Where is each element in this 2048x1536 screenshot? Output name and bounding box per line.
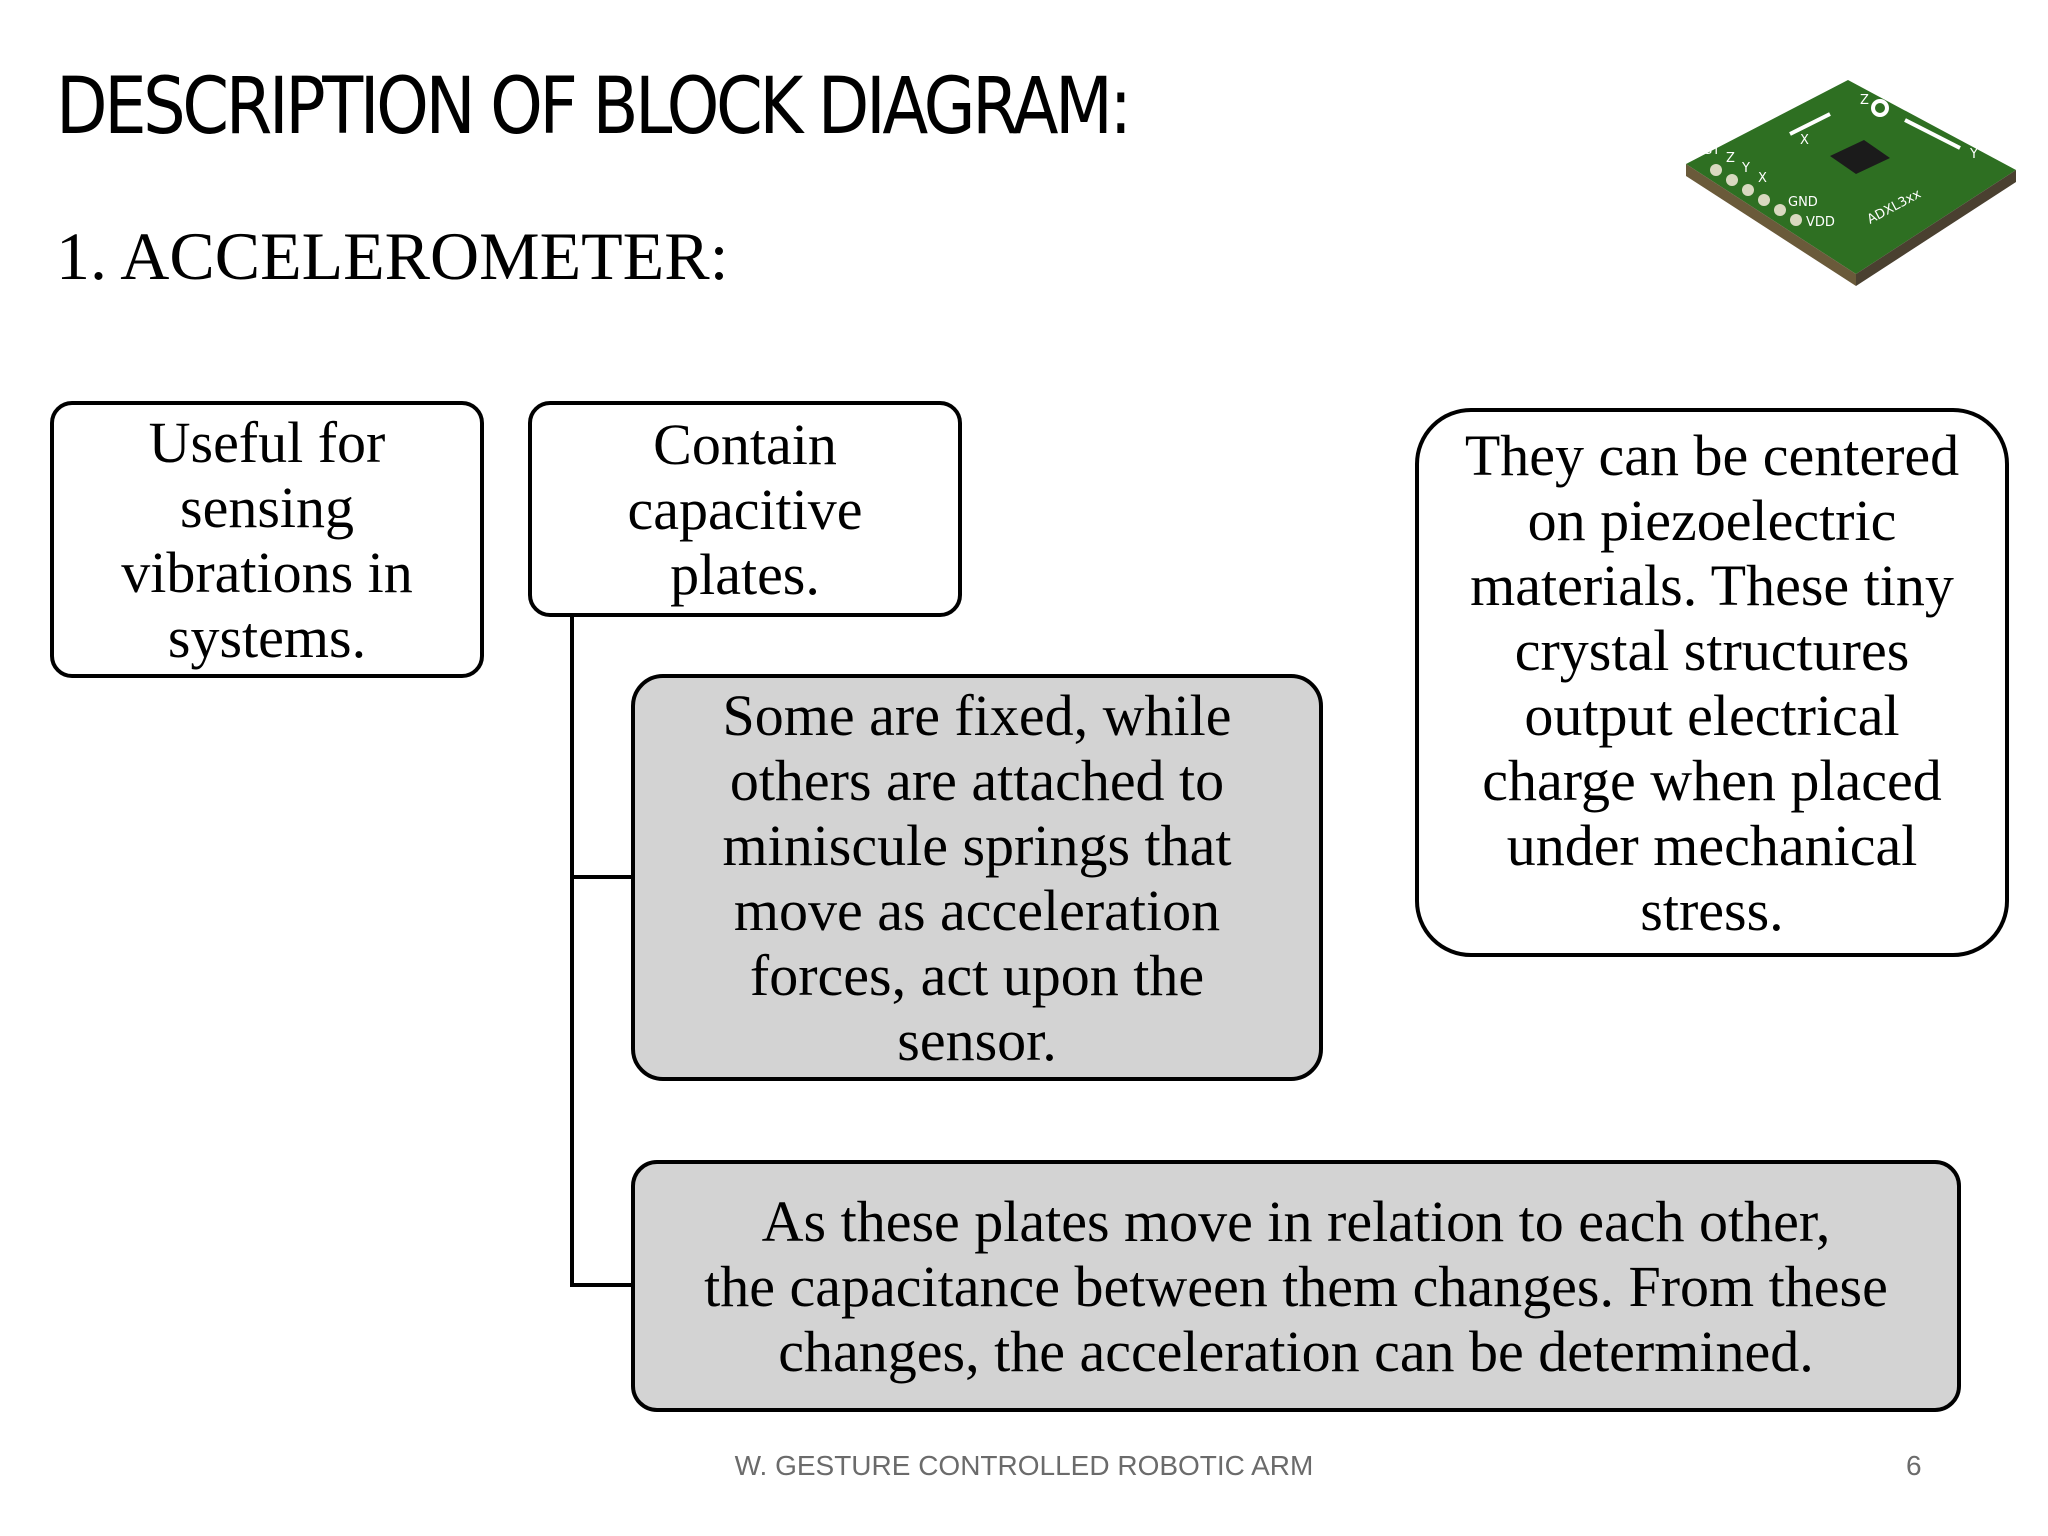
connector-vertical	[570, 617, 574, 1287]
board-axis-x: X	[1800, 133, 1809, 148]
board-label-x: X	[1758, 171, 1767, 186]
box-text-line: sensor.	[897, 1007, 1057, 1073]
box-text-line: stress.	[1640, 877, 1784, 943]
box-capacitance-changes: As these plates move in relation to each…	[631, 1160, 1961, 1412]
section-heading: 1. ACCELEROMETER:	[56, 218, 729, 294]
box-text-line: move as acceleration	[733, 877, 1221, 943]
box-text-line: They can be centered	[1464, 422, 1960, 488]
box-text-line: miniscule springs that	[722, 812, 1232, 878]
box-text-line: under mechanical	[1506, 812, 1918, 878]
accelerometer-board-image: ST Z Y X GND VDD ADXL3xx X Y Z	[1686, 80, 2016, 286]
board-label-gnd: GND	[1788, 195, 1818, 210]
box-text-line: sensing	[180, 474, 354, 540]
board-label-vdd: VDD	[1806, 215, 1835, 230]
box-text-line: forces, act upon the	[749, 942, 1205, 1008]
box-text-line: plates.	[670, 541, 820, 607]
box-text-line: As these plates move in relation to each…	[761, 1188, 1831, 1254]
slide-title: DESCRIPTION OF BLOCK DIAGRAM:	[56, 62, 1132, 152]
board-label-z: Z	[1726, 151, 1735, 166]
box-text-line: on piezoelectric	[1527, 487, 1897, 553]
box-text-line: others are attached to	[729, 747, 1225, 813]
box-text-line: capacitive	[627, 476, 863, 542]
box-text-line: Contain	[653, 411, 837, 477]
box-text-line: charge when placed	[1482, 747, 1942, 813]
box-text-line: crystal structures	[1514, 617, 1910, 683]
box-text-line: changes, the acceleration can be determi…	[778, 1318, 1814, 1384]
page-number: 6	[1906, 1450, 1922, 1481]
connector-to-fixed-box	[570, 875, 631, 879]
board-label-y: Y	[1741, 161, 1750, 176]
connector-to-plates-box	[570, 1283, 631, 1287]
box-fixed-and-springs: Some are fixed, while others are attache…	[631, 674, 1323, 1081]
box-text-line: output electrical	[1524, 682, 1900, 748]
box-text-line: Useful for	[148, 409, 386, 475]
slide-footer: W. GESTURE CONTROLLED ROBOTIC ARM	[734, 1450, 1314, 1481]
box-text-line: the capacitance between them changes. Fr…	[704, 1253, 1888, 1319]
box-text-line: Some are fixed, while	[722, 682, 1232, 748]
board-axis-z: Z	[1860, 93, 1869, 108]
board-label-st: ST	[1704, 143, 1720, 158]
box-text-line: materials. These tiny	[1470, 552, 1954, 618]
box-text-line: vibrations in	[121, 539, 413, 605]
board-axis-y: Y	[1969, 147, 1978, 162]
box-contain-capacitive-plates: Contain capacitive plates.	[528, 401, 962, 617]
box-text-line: systems.	[167, 604, 367, 670]
box-useful-for-sensing: Useful for sensing vibrations in systems…	[50, 401, 484, 678]
box-piezoelectric: They can be centered on piezoelectric ma…	[1415, 408, 2009, 957]
